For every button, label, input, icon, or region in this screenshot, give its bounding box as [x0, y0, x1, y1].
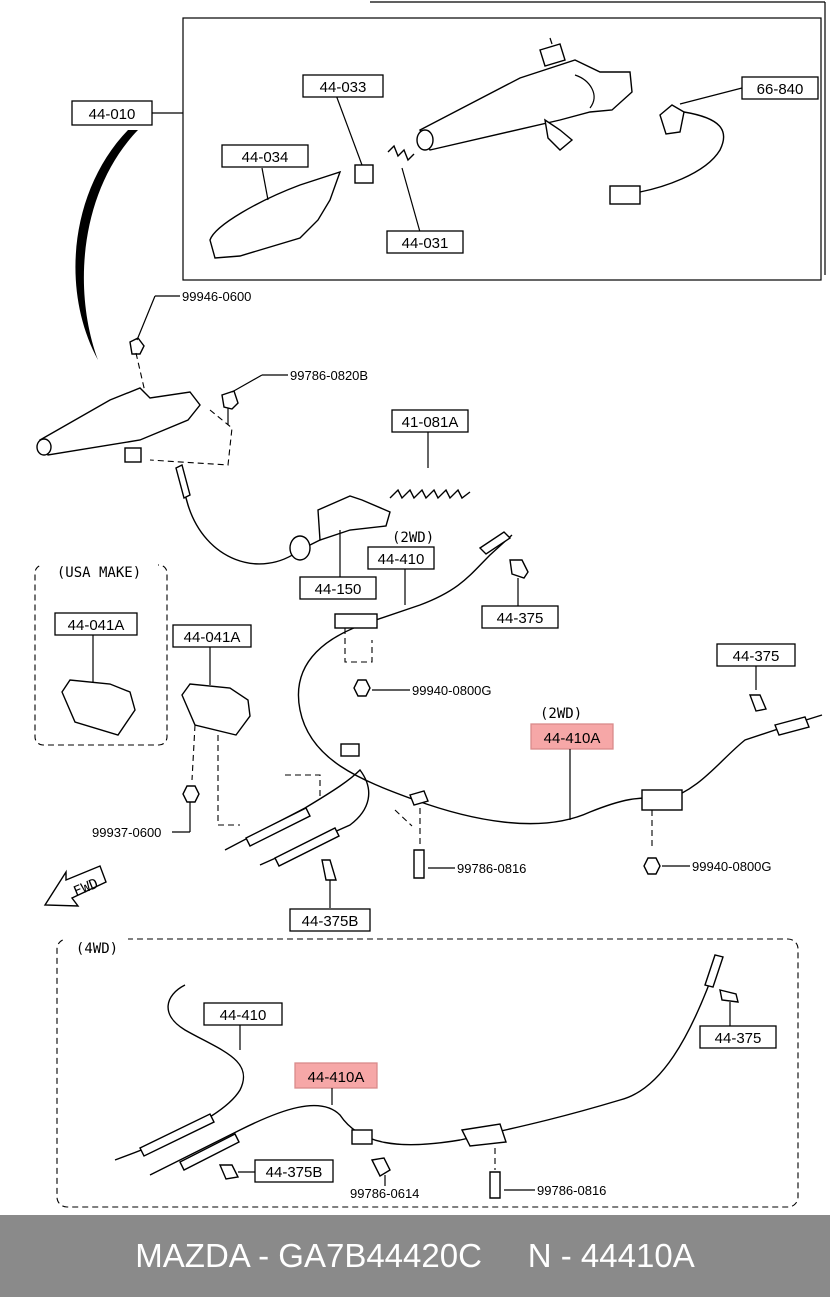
label-44-031: 44-031	[402, 235, 449, 252]
label-99940-0800G-b: 99940-0800G	[692, 859, 772, 874]
parking-lever-illustration	[416, 37, 633, 151]
label-99786-0816-a: 99786-0816	[457, 861, 526, 876]
group-usa-make: (USA MAKE)	[57, 565, 141, 581]
label-41-081A: 41-081A	[402, 414, 459, 431]
label-44-010: 44-010	[89, 106, 136, 123]
group-2wd-b: (2WD)	[540, 706, 582, 722]
label-44-375-b: 44-375	[733, 648, 780, 665]
switch-harness-illustration	[609, 87, 743, 205]
bracket-44-041A-right	[181, 683, 251, 736]
label-66-840: 66-840	[757, 81, 804, 98]
group-4wd: (4WD)	[76, 941, 118, 957]
label-44-410A-4wd: 44-410A	[308, 1069, 365, 1086]
label-44-041A-left: 44-041A	[68, 617, 125, 634]
inset-arrow	[75, 130, 138, 360]
rear-cable-ends	[224, 768, 370, 866]
label-44-410: 44-410	[378, 551, 425, 568]
label-99786-0614: 99786-0614	[350, 1186, 419, 1201]
label-44-034: 44-034	[242, 149, 289, 166]
4wd-group	[56, 938, 799, 1208]
lever-inset-frame	[182, 17, 822, 281]
label-44-410A-top: 44-410A	[544, 730, 601, 747]
label-44-375-4wd: 44-375	[715, 1030, 762, 1047]
diagram-canvas: 44-010 44-033 44-034 44-031 66-840 99946…	[34, 1, 826, 1208]
label-44-041A-right: 44-041A	[184, 629, 241, 646]
bracket-44-041A-left	[61, 679, 136, 736]
clip-44-375-a	[509, 559, 529, 579]
usa-make-group	[34, 564, 168, 746]
label-99937-0600: 99937-0600	[92, 825, 161, 840]
label-99786-0816-b: 99786-0816	[537, 1183, 606, 1198]
highlight-44-410A-4wd	[294, 1062, 378, 1089]
group-2wd-a: (2WD)	[392, 530, 434, 546]
footer-part-number: MAZDA - GA7B44420C N - 44410A	[135, 1237, 695, 1274]
button-illustration	[354, 164, 374, 184]
label-44-150: 44-150	[315, 581, 362, 598]
spring-illustration	[387, 144, 415, 162]
label-44-410-4wd: 44-410	[220, 1007, 267, 1024]
cable-44-410-2wd	[297, 534, 666, 825]
clip-44-375-b	[748, 694, 767, 712]
label-99940-0800G-a: 99940-0800G	[412, 683, 492, 698]
label-99946-0600: 99946-0600	[182, 289, 251, 304]
label-44-375B-top: 44-375B	[302, 913, 359, 930]
fwd-arrow: FWD	[43, 865, 107, 907]
label-44-033: 44-033	[320, 79, 367, 96]
footer-bar: MAZDA - GA7B44420C N - 44410A	[0, 1215, 830, 1297]
grip-illustration	[209, 167, 342, 259]
label-99786-0820B: 99786-0820B	[290, 368, 368, 383]
return-spring-illustration	[389, 488, 471, 500]
highlight-44-410A-top	[530, 723, 614, 750]
equalizer-illustration	[317, 495, 391, 541]
label-44-375-a: 44-375	[497, 610, 544, 627]
label-44-375B-4wd: 44-375B	[266, 1164, 323, 1181]
lever-assembly-illustration	[36, 337, 239, 463]
